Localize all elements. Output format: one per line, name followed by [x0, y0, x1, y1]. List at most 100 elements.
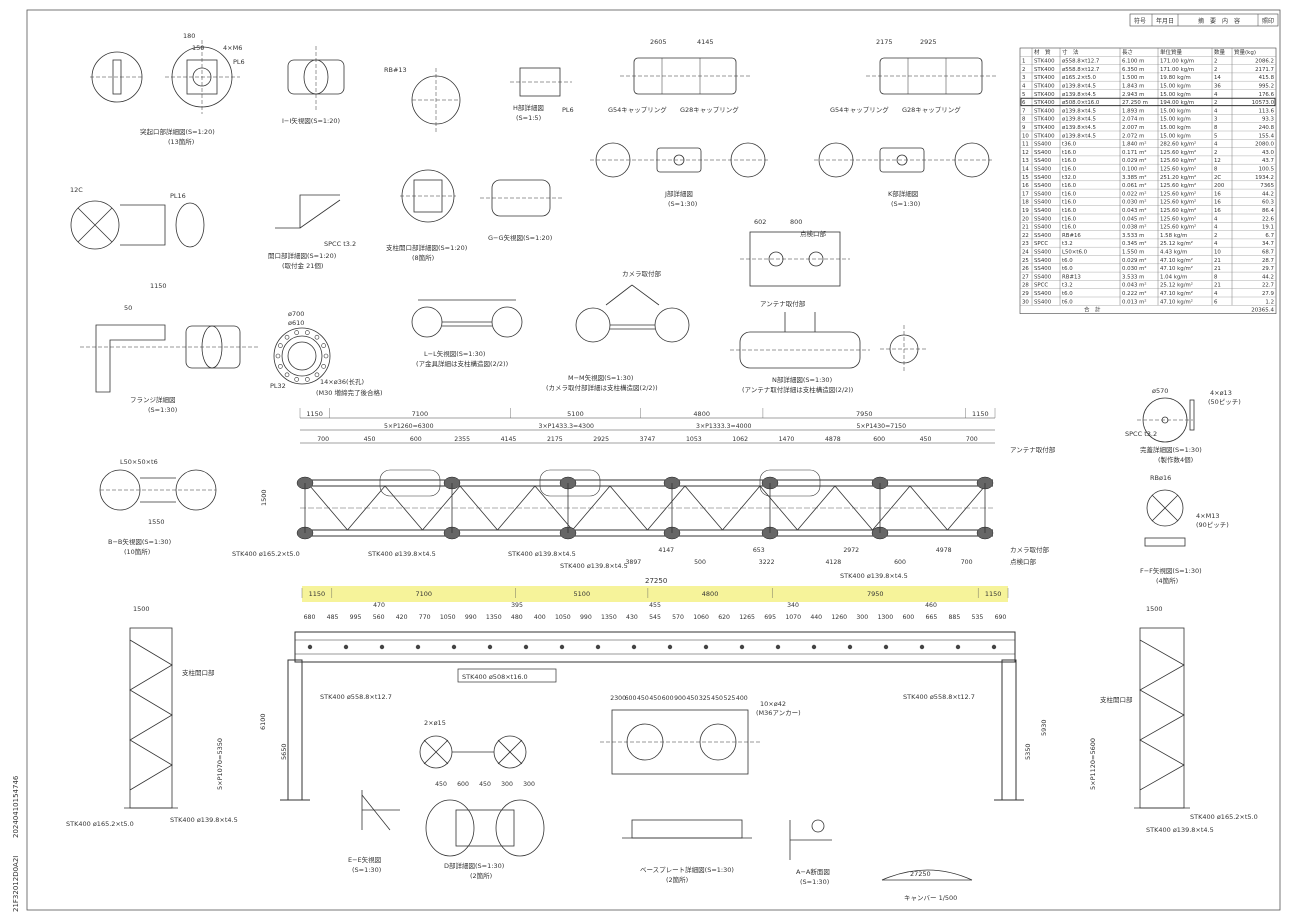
- truss-plan: [300, 469, 993, 537]
- bom-cell: ø139.8×t4.5: [1062, 84, 1096, 90]
- dim-570: ø570: [1152, 387, 1168, 395]
- bom-cell: SPCC: [1034, 241, 1048, 247]
- bom-cell: 34.7: [1262, 241, 1274, 247]
- flange-detail: [80, 324, 260, 393]
- bom-total-label: 合 計: [1084, 306, 1101, 314]
- leg-right-b: STK400 ø139.8×t4.5: [1146, 826, 1214, 834]
- span-dim: 7100: [412, 410, 429, 418]
- camera-attach: カメラ取付部: [1010, 545, 1050, 554]
- bom-cell: 11: [1022, 142, 1029, 148]
- anchor-dim: 600: [625, 695, 637, 702]
- hole-4x13-note: (50ピッチ): [1208, 398, 1241, 406]
- label-inspection: 点検口部: [800, 229, 827, 238]
- rev-h2: 摘 要 内 容: [1198, 17, 1240, 25]
- aa-scale: (S=1:30): [800, 878, 829, 886]
- flange-title: フランジ詳細図: [130, 395, 176, 404]
- elev-row-dim: 1350: [601, 614, 617, 621]
- bom-cell: 28: [1022, 283, 1029, 289]
- sub-row-dim: 600: [873, 436, 885, 443]
- bom-cell: SS400: [1034, 175, 1052, 181]
- bom-cell: 282.60 kg/m²: [1160, 141, 1196, 148]
- k-detail-scale: (S=1:30): [891, 200, 920, 208]
- bom-cell: 15.00 kg/m: [1160, 108, 1191, 114]
- label-pl32: PL32: [270, 382, 286, 390]
- antenna-attach: アンテナ取付部: [1010, 445, 1056, 454]
- k-detail-title: K部詳細図: [888, 189, 918, 198]
- bom-cell: 10573.0: [1252, 100, 1275, 106]
- bom-cell: SS400: [1034, 225, 1052, 231]
- truss-diagonal: [497, 485, 536, 531]
- bom-cell: 15.00 kg/m: [1160, 84, 1191, 90]
- bom-cell: 4.43 kg/m: [1160, 250, 1187, 256]
- bom-cell: 4: [1022, 84, 1026, 90]
- bolt-hole: [278, 364, 283, 369]
- bom-cell: 125.60 kg/m²: [1160, 157, 1196, 164]
- truss-diagonal: [309, 485, 348, 531]
- bom-cell: 125.60 kg/m²: [1160, 182, 1196, 189]
- n-detail: [730, 312, 870, 369]
- base-plate: [622, 819, 752, 839]
- anchor-dim: 450: [649, 695, 661, 702]
- n-detail-note: (アンテナ取付詳細は支柱構造図(2/2)): [742, 385, 853, 394]
- anchor-dim: 450: [637, 695, 649, 702]
- lattice-detail: [419, 735, 527, 769]
- bom-cell: SS400: [1034, 299, 1052, 305]
- bom-cell: 3: [1022, 75, 1025, 81]
- truss-nodes: [296, 476, 994, 540]
- bom-cell: SS400: [1034, 150, 1052, 156]
- bom-cell: 8: [1214, 167, 1218, 173]
- rev-h0: 符号: [1134, 17, 1146, 25]
- sub-row-dim: 4145: [501, 436, 517, 443]
- bom-cell: 1.58 kg/m: [1160, 233, 1187, 239]
- bom-cell: 29.7: [1262, 266, 1274, 272]
- elev-node: [955, 644, 961, 650]
- bom-cell: 21: [1214, 283, 1221, 289]
- bom-cell: 1.04 kg/m: [1160, 274, 1187, 280]
- collar-detail-note: (13箇所): [168, 137, 194, 146]
- elev-row-dim: 1350: [486, 614, 502, 621]
- bom-cell: 125.60 kg/m²: [1160, 207, 1196, 214]
- bom-cell: 415.8: [1259, 75, 1275, 81]
- bom-cell: 155.4: [1259, 133, 1275, 139]
- brace-a: STK400 ø165.2×t5.0: [232, 550, 300, 558]
- bom-cell: 60.3: [1262, 200, 1274, 206]
- side-section: [880, 325, 928, 373]
- bom-cell: SS400: [1034, 274, 1052, 280]
- bom-cell: 4: [1214, 225, 1218, 231]
- bom-cell: 0.030 m²: [1122, 199, 1147, 206]
- elev-row-dim: 400: [534, 614, 546, 621]
- bom-cell: 93.3: [1262, 117, 1274, 123]
- bom-cell: 995.2: [1259, 84, 1274, 90]
- bom-cell: 125.60 kg/m²: [1160, 149, 1196, 156]
- g28-right: G28キャップリング: [902, 105, 961, 114]
- bom-cell: 16: [1214, 191, 1221, 197]
- bom-cell: STK400: [1034, 108, 1055, 114]
- bom-cell: 0.043 m²: [1122, 207, 1147, 214]
- lower-dim-2: 500: [694, 559, 706, 566]
- cap-ring-left: [620, 57, 750, 95]
- bom-cell: 4: [1214, 92, 1218, 98]
- sub-row-dim: 450: [920, 436, 932, 443]
- dim-150: 150: [192, 44, 204, 52]
- i-i-view-title: I−I矢視図(S=1:20): [282, 116, 340, 125]
- side-stamp: 20240410154746: [12, 775, 20, 838]
- elev-node: [487, 644, 493, 650]
- bom-cell: 100.5: [1259, 167, 1274, 173]
- lower-dim: 653: [753, 547, 765, 554]
- bom-cell: STK400: [1034, 84, 1055, 90]
- label-pl6b: PL6: [562, 106, 574, 114]
- bom-cell: 4: [1214, 108, 1218, 114]
- dim-1500-plan: 1500: [260, 489, 268, 506]
- flange-scale: (S=1:30): [148, 406, 177, 414]
- bom-cell: 22.7: [1262, 283, 1274, 289]
- elev-row-dim: 1050: [555, 614, 571, 621]
- bom-cell: STK400: [1034, 133, 1055, 139]
- span-dim: 1150: [972, 410, 989, 418]
- truss-diagonal: [872, 485, 911, 531]
- bom-cell: t3.2: [1062, 241, 1073, 247]
- g54-right: G54キャップリング: [830, 105, 889, 114]
- j-detail-title: J部詳細図: [664, 189, 693, 198]
- sub-row-dim: 2355: [454, 436, 470, 443]
- elev-row-dim: 300: [856, 614, 868, 621]
- sub-row-dim: 3747: [640, 436, 656, 443]
